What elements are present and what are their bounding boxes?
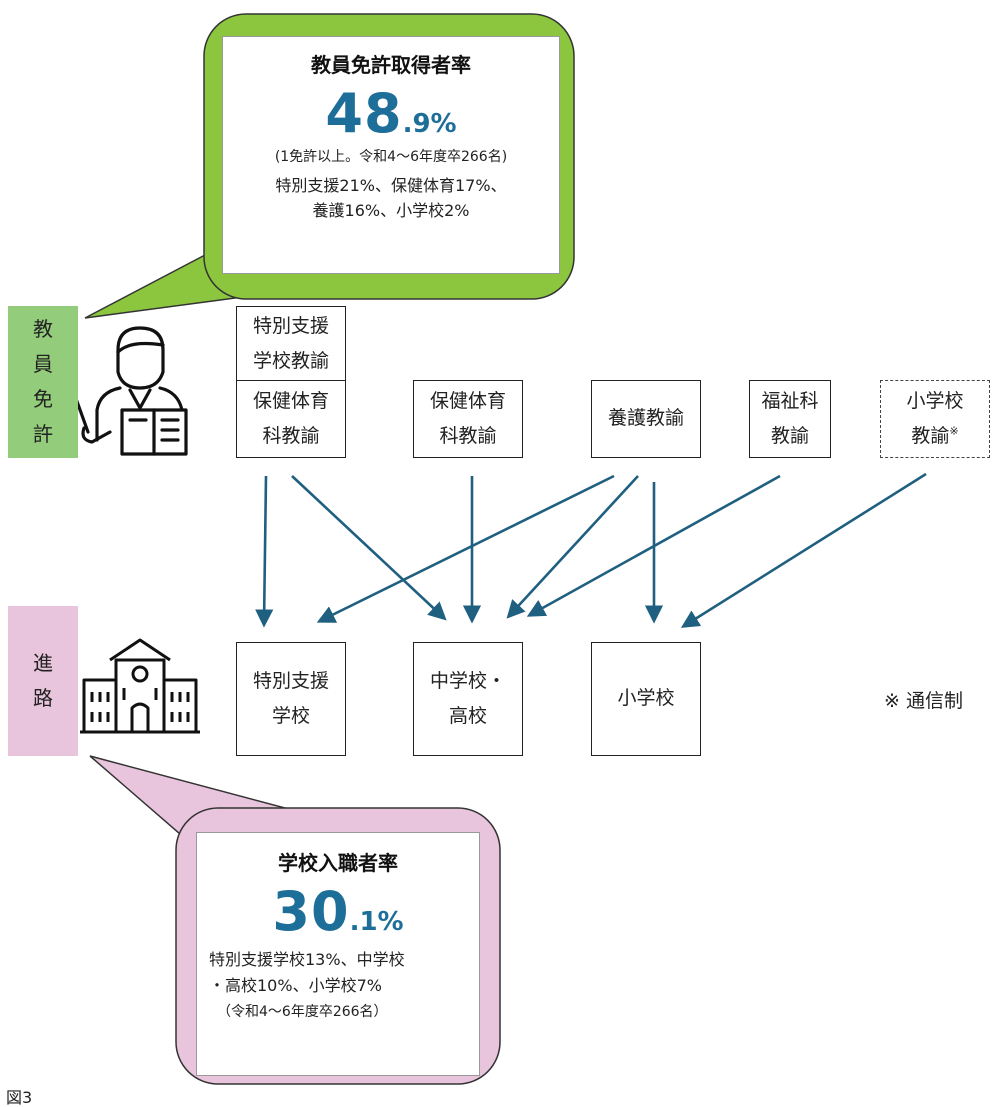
school-box-jhs-hs: 中学校・ 高校 bbox=[413, 642, 523, 756]
license-detail-1: 特別支援21%、保健体育17%、 bbox=[275, 175, 507, 195]
arrow-fukushi-to-jhs bbox=[526, 474, 781, 617]
career-rate: 30.1% bbox=[197, 880, 479, 943]
school-box-line: 小学校 bbox=[617, 687, 675, 710]
license-box-line: 特別支援 bbox=[252, 314, 329, 337]
school-box-line: 学校 bbox=[271, 705, 310, 727]
footnote: ※ 通信制 bbox=[884, 690, 963, 712]
license-box-shogakko: 小学校 教諭※ bbox=[880, 380, 990, 458]
career-label-char: 進 bbox=[33, 651, 53, 675]
license-side-label: 教 員 免 許 bbox=[8, 306, 78, 458]
license-box-line: 福祉科 bbox=[761, 389, 819, 412]
license-note: (1免許以上。令和4～6年度卒266名) bbox=[274, 149, 508, 165]
license-detail-2: 養護16%、小学校2% bbox=[312, 201, 470, 221]
license-box-line-with-mark: 教諭※ bbox=[911, 419, 958, 454]
license-callout-title: 教員免許取得者率 bbox=[311, 53, 471, 77]
arrow-tokubetsu-to-tokubetsu-school bbox=[255, 475, 274, 628]
license-callout-card: 教員免許取得者率 48.9% (1免許以上。令和4～6年度卒266名) 特別支援… bbox=[222, 36, 560, 274]
license-label-char: 員 bbox=[33, 352, 53, 376]
career-rate-int: 30 bbox=[272, 880, 350, 943]
license-box-line: 学校教諭 bbox=[252, 350, 329, 372]
license-label-char: 教 bbox=[33, 317, 53, 341]
license-box-hoken-2: 保健体育 科教諭 bbox=[413, 380, 523, 458]
school-box-tokubetsu: 特別支援 学校 bbox=[236, 642, 346, 756]
school-box-line: 高校 bbox=[448, 705, 487, 727]
license-label-char: 免 bbox=[33, 387, 53, 411]
license-box-tokubetsu: 特別支援 学校教諭 bbox=[236, 306, 346, 382]
career-rate-dec: .1% bbox=[349, 907, 404, 937]
career-callout-title: 学校入職者率 bbox=[278, 851, 398, 875]
license-rate-dec: .9% bbox=[402, 109, 457, 139]
license-rate: 48.9% bbox=[223, 82, 559, 145]
license-box-yogo: 養護教諭 bbox=[591, 380, 701, 458]
figure-label: 図3 bbox=[6, 1088, 33, 1107]
arrow-yogo-to-jhs bbox=[506, 475, 639, 619]
license-box-line: 科教諭 bbox=[262, 425, 320, 447]
license-box-line: 保健体育 bbox=[429, 389, 506, 412]
license-rate-int: 48 bbox=[325, 82, 403, 145]
school-box-line: 中学校・ bbox=[429, 669, 506, 692]
arrow-elementary-license-to-elementary bbox=[680, 472, 927, 628]
footnote-mark: ※ bbox=[949, 424, 959, 438]
school-building-icon bbox=[80, 638, 200, 734]
license-box-hoken-1: 保健体育 科教諭 bbox=[236, 380, 346, 458]
license-box-line: 小学校 bbox=[906, 389, 964, 412]
license-box-line: 科教諭 bbox=[439, 425, 497, 447]
school-box-elementary: 小学校 bbox=[591, 642, 701, 756]
license-box-fukushi: 福祉科 教諭 bbox=[749, 380, 831, 458]
teacher-icon bbox=[68, 326, 188, 456]
career-detail-2: ・高校10%、小学校7% bbox=[209, 975, 382, 995]
license-box-line: 教諭 bbox=[770, 425, 809, 447]
school-box-line: 特別支援 bbox=[252, 669, 329, 692]
career-callout-card: 学校入職者率 30.1% 特別支援学校13%、中学校 ・高校10%、小学校7% … bbox=[196, 832, 480, 1076]
license-box-line: 保健体育 bbox=[252, 389, 329, 412]
license-box-line: 養護教諭 bbox=[607, 407, 684, 430]
license-label-char: 許 bbox=[33, 422, 53, 446]
career-side-label: 進 路 bbox=[8, 606, 78, 756]
arrow-hoken1-to-jhs bbox=[291, 475, 447, 621]
career-detail-1: 特別支援学校13%、中学校 bbox=[209, 950, 405, 969]
license-to-school-arrows bbox=[255, 472, 927, 628]
license-box-line: 教諭 bbox=[911, 425, 950, 447]
career-label-char: 路 bbox=[33, 686, 53, 710]
arrow-yogo-to-tokubetsu-school bbox=[316, 474, 615, 623]
career-note: （令和4～6年度卒266名） bbox=[217, 1004, 388, 1021]
